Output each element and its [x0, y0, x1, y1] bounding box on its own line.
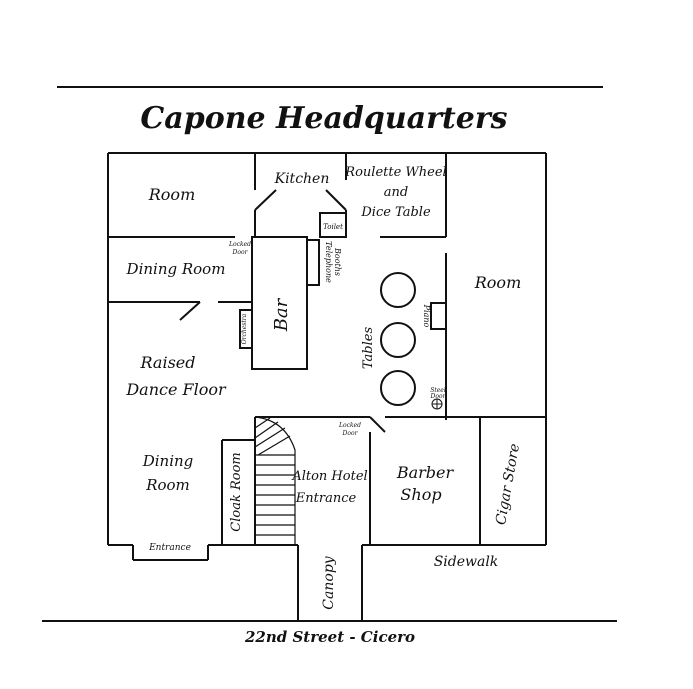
dining-room-bottom-label2: Room [145, 476, 190, 494]
canopy-label: Canopy [321, 555, 337, 609]
locked-door-bottom-label1: Locked [338, 422, 361, 429]
toilet-label: Toilet [323, 223, 343, 231]
roulette-label-line2: and [384, 185, 408, 200]
dining-room-bottom-label1: Dining [142, 452, 194, 470]
locked-door-top-label1: Locked [228, 241, 251, 248]
roulette-label-line3: Dice Table [360, 205, 431, 220]
entrance-label: Entrance [148, 543, 191, 553]
kitchen-label: Kitchen [274, 171, 330, 187]
tables-label: Tables [361, 327, 376, 370]
telephone-booths-label2: Booths [333, 247, 342, 276]
orchestra-label: Orchestra [241, 313, 248, 344]
sidewalk-label: Sidewalk [434, 554, 499, 570]
staircase [254, 416, 296, 545]
barber-shop-label1: Barber [396, 463, 455, 482]
dining-room-top-label: Dining Room [126, 260, 226, 278]
steel-door-label1: Steel [430, 387, 446, 394]
bar-label: Bar [271, 297, 292, 332]
room-top-left-label: Room [148, 185, 195, 204]
alton-hotel-label1: Alton Hotel [291, 469, 367, 484]
telephone-booths-label: Telephone Booths [324, 241, 342, 283]
table-circle [380, 272, 416, 308]
roulette-label-line1: Roulette Wheel [344, 165, 446, 180]
raised-dance-floor-label2: Dance Floor [125, 380, 227, 399]
table-circle [380, 322, 416, 358]
cloak-room-label: Cloak Room [229, 452, 244, 531]
locked-door-bottom-label2: Door [342, 430, 359, 437]
raised-dance-floor-label1: Raised [140, 353, 196, 372]
plan-title: Capone Headquarters [140, 101, 507, 136]
piano-label: Piano [422, 304, 431, 328]
room-right-label: Room [474, 273, 521, 292]
steel-door-label2: Door [430, 393, 447, 400]
barber-shop-label2: Shop [400, 485, 441, 504]
street-label: 22nd Street - Cicero [244, 628, 415, 646]
alton-hotel-label2: Entrance [295, 491, 357, 506]
locked-door-top-label2: Door [232, 249, 249, 256]
gaming-tables [380, 272, 416, 406]
table-circle [380, 370, 416, 406]
telephone-booths-label1: Telephone [324, 241, 333, 283]
cigar-store-label: Cigar Store [493, 442, 523, 526]
building-walls [107, 152, 547, 620]
